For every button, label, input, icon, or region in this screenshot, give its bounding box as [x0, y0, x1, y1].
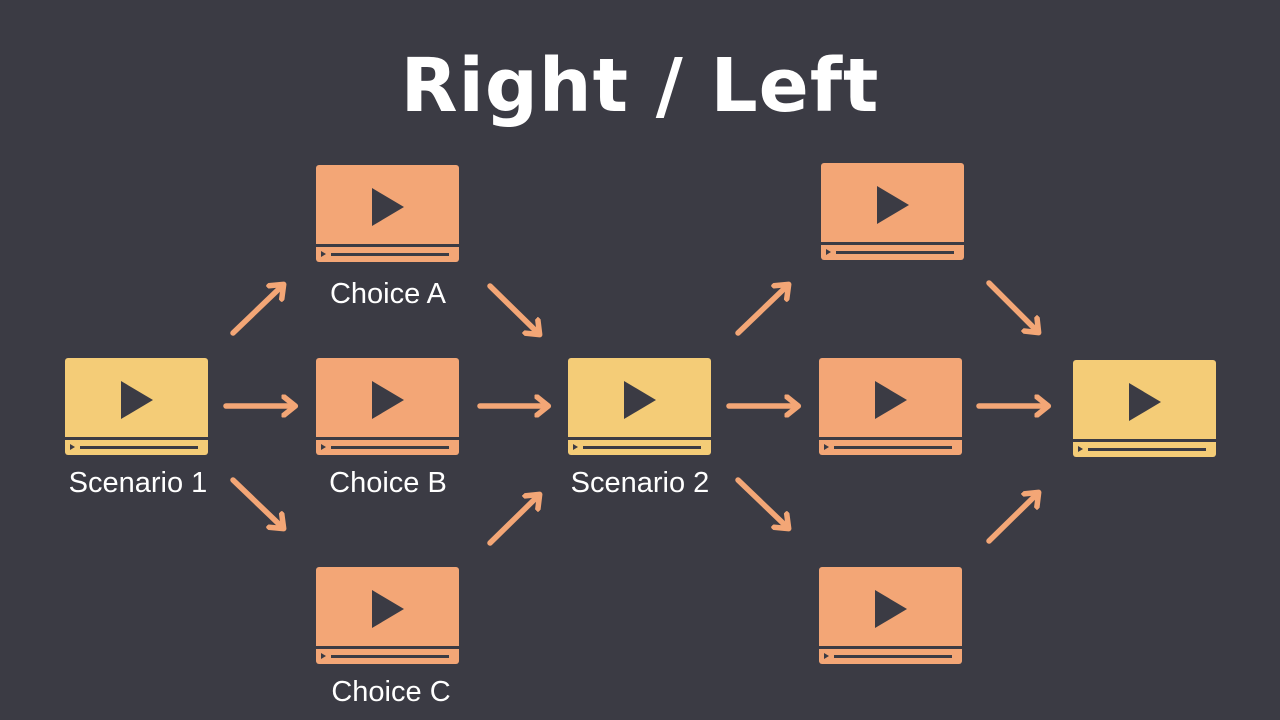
play-icon — [372, 590, 404, 628]
arrow-choice-a-to-scenario-2 — [487, 283, 538, 333]
scenario-1-label: Scenario 1 — [68, 467, 208, 499]
progress-track — [80, 446, 198, 449]
arrow-scenario-1-to-choice-a — [230, 286, 282, 336]
choice-a-video-player-icon[interactable] — [316, 165, 459, 262]
choice-b-label: Choice B — [329, 467, 447, 499]
arrow-choice-c-to-scenario-2 — [487, 496, 538, 546]
play-icon — [875, 590, 907, 628]
choice-c-video-player-icon[interactable] — [316, 567, 459, 664]
choice-2-top-video-player-icon[interactable] — [821, 163, 964, 260]
choice-c-label: Choice C — [331, 676, 451, 708]
play-icon — [372, 381, 404, 419]
choice-2-bottom-video-player-icon[interactable] — [819, 567, 962, 664]
play-icon — [875, 381, 907, 419]
progress-track — [331, 655, 449, 658]
choice-2-middle-video-player-icon[interactable] — [819, 358, 962, 455]
progress-track — [1088, 448, 1206, 451]
choice-b-video-player-icon[interactable] — [316, 358, 459, 455]
arrow-choice-2-top-to-scenario-3 — [986, 280, 1037, 331]
play-icon — [624, 381, 656, 419]
progress-track — [836, 251, 954, 254]
progress-track — [834, 655, 952, 658]
progress-track — [331, 253, 449, 256]
play-icon — [877, 186, 909, 224]
scenario-2-video-player-icon[interactable] — [568, 358, 711, 455]
progress-track — [834, 446, 952, 449]
play-icon — [1129, 383, 1161, 421]
progress-track — [583, 446, 701, 449]
arrow-scenario-2-to-choice-2-bottom — [735, 477, 787, 527]
progress-track — [331, 446, 449, 449]
scenario-1-video-player-icon[interactable] — [65, 358, 208, 455]
scenario-3-video-player-icon[interactable] — [1073, 360, 1216, 457]
arrow-scenario-2-to-choice-2-top — [735, 286, 787, 336]
arrow-choice-2-bottom-to-scenario-3 — [986, 494, 1037, 544]
page-title: Right / Left — [400, 43, 880, 129]
scenario-2-label: Scenario 2 — [570, 467, 710, 499]
play-icon — [121, 381, 153, 419]
play-icon — [372, 188, 404, 226]
arrow-scenario-1-to-choice-c — [230, 477, 282, 527]
choice-a-label: Choice A — [329, 278, 447, 310]
